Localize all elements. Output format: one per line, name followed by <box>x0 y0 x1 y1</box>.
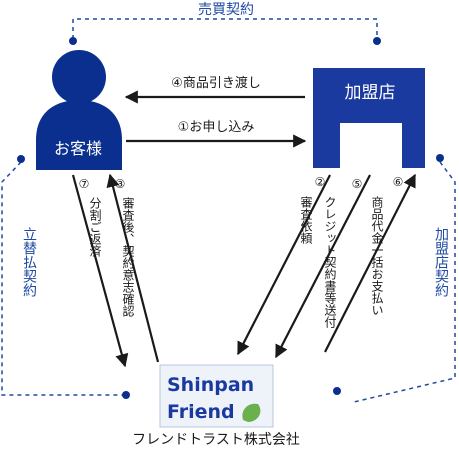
left-top-dot <box>17 155 25 163</box>
lump-payment-arrow <box>324 173 416 353</box>
lump-payment-num: ⑥ <box>393 175 404 189</box>
delivery-label: ④商品引き渡し <box>171 75 261 91</box>
credit-contract-label: クレジット契約書等送付 <box>323 196 337 329</box>
right-contract-connector <box>333 154 456 403</box>
top-contract-label: 売買契約 <box>198 2 254 18</box>
review-num: ③ <box>115 177 126 191</box>
review-request-arrow <box>237 174 331 356</box>
installment-arrow <box>71 174 129 368</box>
right-contract-label: 加盟店契約 <box>433 227 449 298</box>
credit-contract-num: ⑤ <box>352 177 363 191</box>
lump-payment-label: 商品代金一括お支払い <box>370 195 384 316</box>
right-top-dot <box>436 154 444 162</box>
review-arrow <box>106 173 160 363</box>
right-bottom-dot <box>333 387 341 395</box>
merchant-label: 加盟店 <box>345 83 396 103</box>
person-icon <box>36 50 122 170</box>
installment-label: 分割ご返済 <box>88 197 102 257</box>
left-bottom-dot <box>122 391 130 399</box>
leaf-icon <box>242 403 261 422</box>
store-icon <box>313 68 425 168</box>
review-request-label: 審査依頼 <box>299 195 313 245</box>
logo-line2: Friend <box>167 401 235 423</box>
review-request-num: ② <box>315 175 326 189</box>
top-contract-connector <box>69 18 381 45</box>
credit-contract-arrow <box>275 174 371 359</box>
application-label: ①お申し込み <box>178 120 255 135</box>
review-label: 審査後、契約意志確認 <box>121 196 135 317</box>
installment-num: ⑦ <box>79 177 90 191</box>
left-contract-label: 立替払契約 <box>21 227 37 298</box>
company-name: フレンドトラスト株式会社 <box>132 432 300 448</box>
top-left-dot <box>69 37 77 45</box>
company-logo: Shinpan Friend <box>159 364 274 428</box>
customer-label: お客様 <box>54 139 102 158</box>
top-right-dot <box>373 37 381 45</box>
left-contract-connector <box>1 155 130 399</box>
logo-line1: Shinpan <box>167 374 254 396</box>
